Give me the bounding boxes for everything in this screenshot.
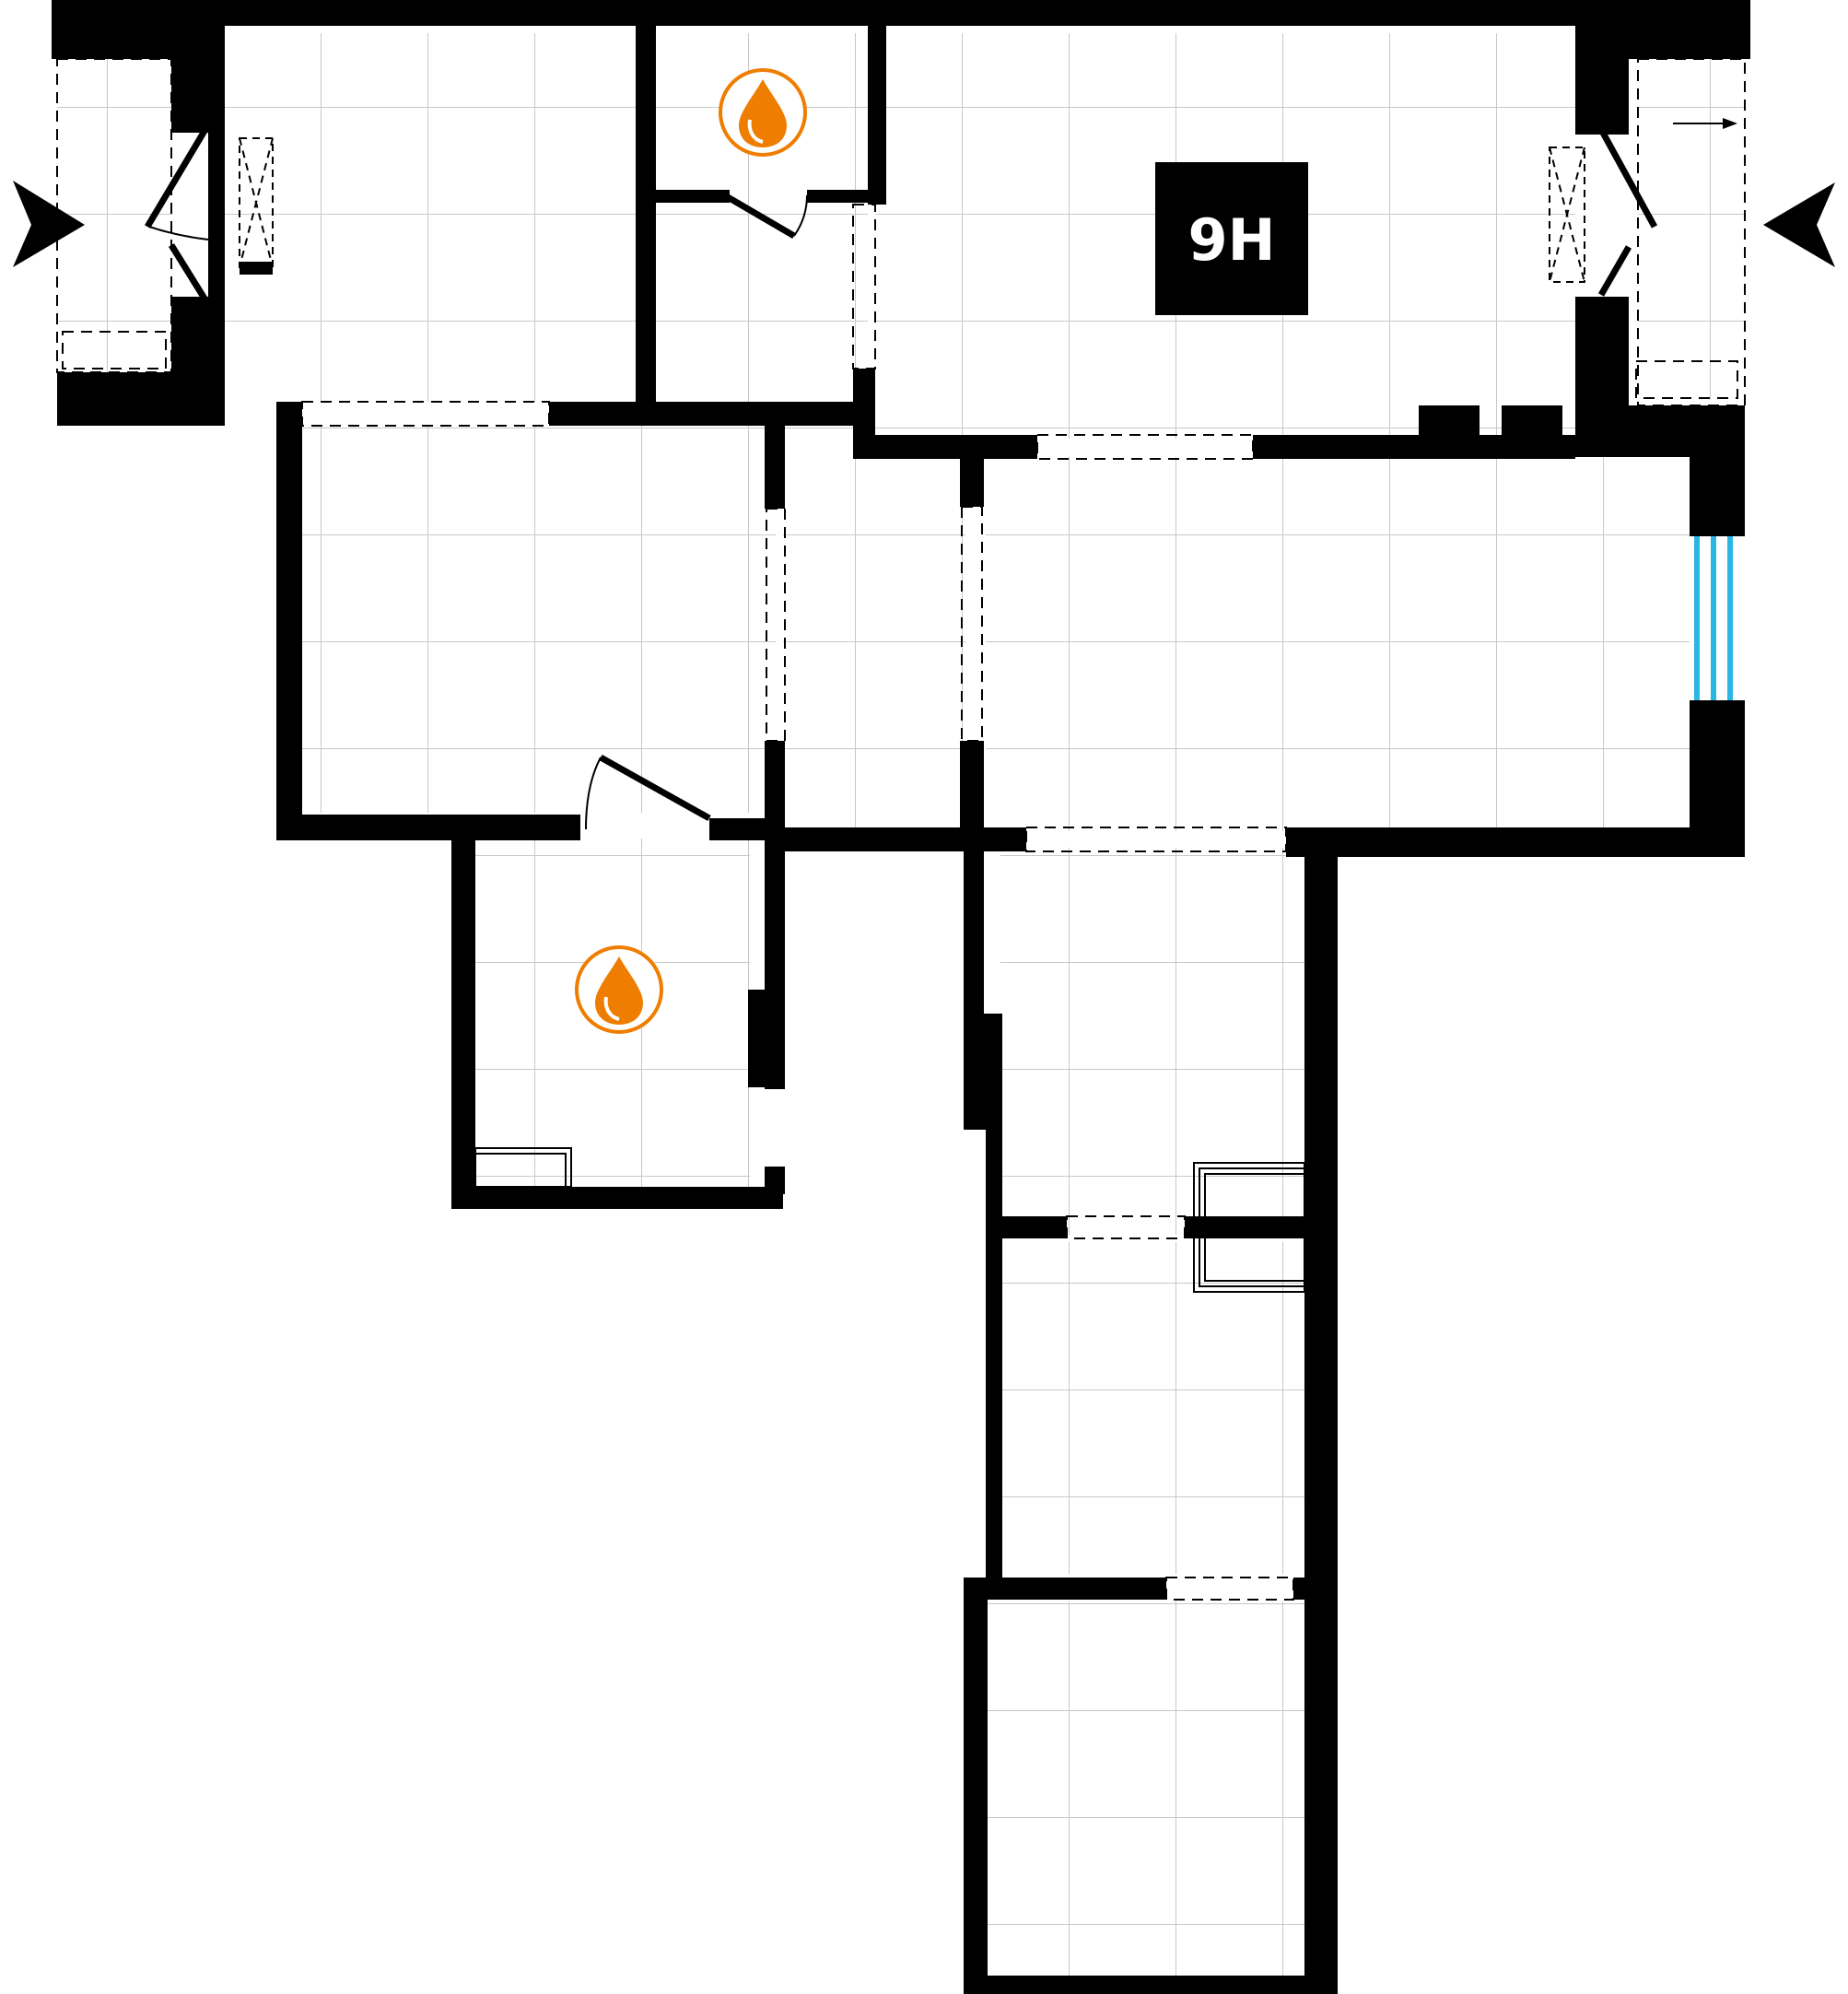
wall-south-right bbox=[1304, 853, 1338, 1994]
wall-central-west-bottom bbox=[276, 815, 580, 840]
wall-bath-left bbox=[451, 837, 475, 1205]
wall-bath-right-low bbox=[765, 1167, 785, 1194]
unit-label-badge: 9Н bbox=[1155, 162, 1308, 315]
vent-west-base bbox=[240, 262, 273, 275]
opening-nw-bottom bbox=[301, 401, 550, 427]
openings bbox=[56, 58, 1746, 1601]
room-central-west bbox=[300, 426, 776, 813]
vent-east bbox=[1549, 147, 1585, 283]
wall-east-jamb-bottom bbox=[1575, 297, 1629, 457]
wall-south-left-seg bbox=[964, 1014, 1002, 1130]
vent-shafts bbox=[239, 137, 1585, 283]
fixture-south-inner2 bbox=[1204, 1173, 1305, 1282]
wall-central-west-left bbox=[276, 402, 302, 840]
room-south-bottom bbox=[986, 1601, 1304, 1976]
opening-storage-right bbox=[852, 204, 876, 369]
room-east-hall bbox=[986, 457, 1741, 831]
water-drop-icon bbox=[575, 945, 663, 1034]
wall-central-right-bottom bbox=[765, 741, 785, 840]
wall-storage-mid bbox=[656, 190, 730, 203]
wall-west-bottom bbox=[57, 372, 223, 426]
wall-9h-post-2 bbox=[1502, 405, 1562, 437]
opening-west-entrance bbox=[56, 58, 172, 373]
entrance-arrow-left-icon bbox=[13, 181, 85, 267]
wall-mid-west-b bbox=[549, 402, 853, 426]
fixtures bbox=[474, 1147, 1305, 1293]
wall-central-right-top bbox=[765, 426, 785, 509]
opening-east-entrance bbox=[1637, 58, 1746, 406]
wall-east-hall-bottom bbox=[1286, 827, 1745, 857]
fixture-bath-tray-inner bbox=[474, 1153, 567, 1188]
wall-corridor-bottom bbox=[783, 827, 1026, 851]
window-east bbox=[1690, 536, 1745, 700]
wall-9h-post-1 bbox=[1419, 405, 1480, 437]
opening-south-lower bbox=[1165, 1577, 1294, 1601]
door-east-upper bbox=[1599, 131, 1658, 229]
room-entrance-east bbox=[1638, 59, 1744, 400]
wall-bath-right-seg bbox=[748, 990, 785, 1087]
room-south-middle bbox=[1000, 1242, 1304, 1574]
vent-west bbox=[239, 137, 274, 268]
door-west-arc bbox=[148, 226, 209, 240]
wall-south-mid-left bbox=[1000, 1216, 1067, 1238]
door-west-upper bbox=[144, 129, 208, 229]
wall-south-left-mid bbox=[986, 1130, 1002, 1581]
wall-storage-mid-right bbox=[807, 190, 868, 203]
wall-west-side bbox=[208, 26, 225, 426]
opening-9h-bottom bbox=[1036, 434, 1254, 460]
door-bath bbox=[599, 754, 711, 822]
wall-corridor-right-top bbox=[960, 459, 984, 507]
unit-label: 9Н bbox=[1187, 206, 1275, 274]
wall-bath-bottom bbox=[451, 1187, 783, 1209]
wall-east-side bbox=[1690, 439, 1745, 536]
opening-corridor-right bbox=[961, 506, 983, 742]
water-drop-icon bbox=[719, 68, 807, 157]
wall-south-bottom-left bbox=[964, 1578, 988, 1994]
wall-storage-left bbox=[636, 26, 656, 413]
bench-east bbox=[1635, 360, 1738, 399]
wall-south-bottom bbox=[964, 1976, 1338, 1994]
walls bbox=[52, 0, 1750, 1994]
direction-arrow-icon bbox=[1673, 118, 1737, 129]
door-storage-arc bbox=[793, 194, 808, 237]
room-floors bbox=[57, 33, 1744, 1976]
wall-top bbox=[52, 0, 1750, 26]
wall-south-lower-top-right bbox=[1293, 1578, 1312, 1600]
opening-central-right bbox=[766, 508, 786, 742]
room-south-north bbox=[1000, 848, 1304, 1235]
room-corridor bbox=[783, 426, 965, 831]
entrance-arrow-right-icon bbox=[1763, 182, 1835, 267]
opening-east-hall-bottom bbox=[1025, 827, 1287, 852]
bench-west bbox=[62, 331, 167, 369]
door-bath-arc bbox=[585, 757, 602, 830]
wall-south-lower-top bbox=[964, 1578, 1166, 1600]
wall-east-jamb-top bbox=[1575, 26, 1629, 135]
wall-south-mid-right bbox=[1185, 1216, 1304, 1238]
opening-south-mid bbox=[1066, 1215, 1186, 1239]
room-northwest bbox=[223, 33, 647, 402]
door-west-lower bbox=[169, 243, 207, 300]
wall-9h-bottom-right bbox=[1253, 435, 1575, 459]
doors bbox=[144, 129, 1658, 830]
wall-storage-right bbox=[868, 26, 886, 205]
wall-9h-bottom-left bbox=[853, 435, 1037, 459]
door-east-lower bbox=[1597, 245, 1632, 297]
door-storage bbox=[726, 194, 796, 240]
